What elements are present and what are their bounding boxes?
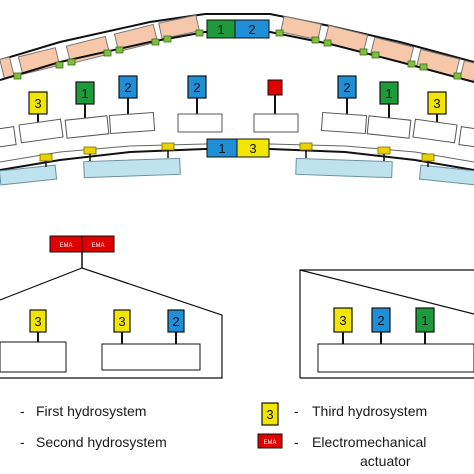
actuator-1-left-label: 1 (81, 86, 88, 101)
tail-right-3-label: 3 (339, 313, 346, 328)
legend-actuator: actuator (360, 453, 411, 469)
tail-right-1-label: 1 (421, 313, 428, 328)
tail-left-actuator-3b: 3 (113, 309, 131, 344)
ema-label-right: EMA (91, 243, 104, 249)
upper-wing-group: 1 2 (0, 13, 474, 83)
tail-left-group: EMA EMA 3 3 2 (0, 235, 223, 379)
legend-third-hydrosystem: Third hydrosystem (312, 403, 427, 419)
middle-actuators: 3 1 2 2 2 (0, 75, 474, 148)
tail-right-actuator-3: 3 (333, 307, 353, 344)
actuator-2-a: 2 (118, 75, 138, 114)
lower-center-label-1: 1 (218, 141, 225, 156)
actuator-1-right: 1 (379, 81, 399, 118)
top-center-selector: 1 2 (206, 19, 270, 39)
actuator-2-b: 2 (187, 75, 207, 114)
tail-right-2-label: 2 (377, 313, 384, 328)
actuator-3-left: 3 (28, 91, 48, 122)
legend-dash-1: - (20, 403, 25, 419)
actuator-3-right-label: 3 (433, 96, 440, 111)
tail-right-group: 3 2 1 (299, 269, 474, 379)
spoiler-panels-left (0, 14, 200, 80)
legend-swatch-3: 3 (261, 402, 279, 426)
flap-panels (0, 157, 474, 186)
tail-left-3a-label: 3 (34, 314, 41, 329)
legend-swatch-ema: EMA (257, 433, 283, 449)
legend-electromechanical: Electromechanical (312, 434, 426, 450)
legend-dash-3: - (294, 403, 299, 419)
upper-wing-outline (0, 13, 474, 63)
lower-center-label-3: 3 (249, 141, 256, 156)
tail-left-3b-label: 3 (118, 314, 125, 329)
ema-box-top: EMA EMA (49, 235, 115, 268)
tail-left-outline (0, 267, 223, 379)
tail-right-actuator-2: 2 (371, 307, 391, 344)
actuator-1-right-label: 1 (385, 86, 392, 101)
legend-swatch-3-label: 3 (266, 407, 273, 422)
tail-left-2-label: 2 (172, 314, 179, 329)
ema-small-center (267, 79, 283, 114)
legend-dash-4: - (294, 434, 299, 450)
middle-panels (0, 111, 474, 148)
actuator-2-b-label: 2 (193, 80, 200, 95)
tail-left-actuator-2: 2 (167, 309, 185, 344)
actuator-1-left: 1 (75, 81, 95, 118)
tail-right-actuator-1: 1 (415, 307, 435, 344)
ema-label-left: EMA (59, 243, 72, 249)
tail-right-panel (317, 343, 474, 373)
legend-second-hydrosystem: Second hydrosystem (36, 434, 167, 450)
legend-first-hydrosystem: First hydrosystem (36, 403, 146, 419)
actuator-2-a-label: 2 (124, 80, 131, 95)
legend-dash-2: - (20, 434, 25, 450)
tail-left-panel-a (0, 341, 67, 373)
tail-left-panel-b (101, 343, 201, 371)
legend-swatch-ema-label: EMA (263, 440, 276, 446)
lower-wing-group: 1 3 (0, 138, 474, 186)
lower-connector-stems (45, 150, 429, 167)
green-connectors (13, 29, 462, 80)
tail-right-diagonal (299, 269, 474, 315)
tail-left-actuator-3a: 3 (29, 309, 47, 342)
actuator-2-c: 2 (337, 75, 357, 114)
actuator-2-c-label: 2 (343, 80, 350, 95)
spoiler-panels-right (280, 15, 474, 83)
top-center-label-1: 1 (217, 22, 224, 37)
top-center-label-2: 2 (248, 22, 255, 37)
lower-center-selector: 1 3 (206, 138, 270, 158)
legend: - First hydrosystem - Second hydrosystem… (20, 402, 427, 469)
actuator-3-left-label: 3 (34, 96, 41, 111)
actuator-3-right: 3 (427, 91, 447, 122)
